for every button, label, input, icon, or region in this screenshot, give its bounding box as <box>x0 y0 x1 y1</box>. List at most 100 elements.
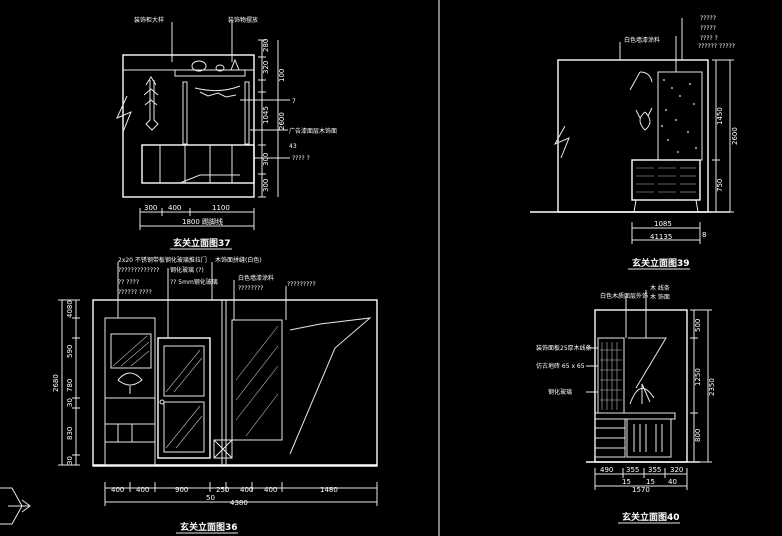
e36-ldim-5: 30 <box>66 398 74 407</box>
display-shelf <box>174 69 246 77</box>
e36-ldim-7: 30 <box>66 456 74 465</box>
vase <box>639 111 651 131</box>
e40-title: 玄关立面图40 <box>622 511 680 523</box>
e39-bdim-extra: 8 <box>702 231 706 239</box>
e39-rdim-1: 1450 <box>716 107 724 125</box>
e40-label-3: 木 饰面 <box>650 293 670 301</box>
e37-rdim-2: 320 <box>262 61 270 74</box>
e40-bottom-total: 1570 <box>632 486 650 494</box>
e37-note-3: 43 <box>289 143 297 150</box>
elevation-36-outline <box>92 299 378 467</box>
e40-label-1: 白色木质面层外饰 <box>600 292 648 300</box>
e39-label-1: ????? <box>700 15 716 22</box>
e36-label-9: ???????? <box>238 285 263 292</box>
e36-bottom-sub: 50 <box>206 494 215 502</box>
e36-label-3: ?? ???? <box>118 279 139 286</box>
shoe-cabinet-door <box>626 418 672 458</box>
e37-note-4: ???? ? <box>292 155 310 162</box>
e39-bdim-2: 41135 <box>650 233 672 241</box>
e39-bdim-1: 1085 <box>654 220 672 228</box>
e36-bdim-2: 400 <box>136 486 149 494</box>
e37-rdim-3: 100 <box>278 69 286 82</box>
shoe-cabinet <box>141 144 255 184</box>
e36-label-5: 木饰面拼缝(白色) <box>215 256 262 264</box>
e37-bdim-2: 400 <box>168 204 181 212</box>
vase-plant <box>145 80 159 131</box>
e39-label-5: ?????? ????? <box>698 43 735 50</box>
e37-bdim-3: 1100 <box>212 204 230 212</box>
e37-rdim-7: 300 <box>262 179 270 192</box>
e36-bottom-total: 4380 <box>230 499 248 507</box>
e36-label-1: 2x20 不锈钢带板钢化玻璃推拉门 <box>118 256 207 264</box>
e36-label-6: 钢化玻璃 (?) <box>170 266 204 274</box>
e37-bottom-total: 1800 踢脚线 <box>182 217 223 226</box>
e40-bdim-3: 355 <box>648 466 661 474</box>
e36-bdim-4: 250 <box>216 486 229 494</box>
e36-ldim-6: 830 <box>66 427 74 440</box>
e39-label-3: 白色墙漆涂料 <box>624 36 660 44</box>
e40-bsub-2: 15 <box>646 478 655 486</box>
elevation-37: 280 320 100 1045 2600 300 300 装饰柜大样 装饰物摆… <box>116 16 337 250</box>
e36-label-2: ????????????? <box>118 267 159 274</box>
e40-label-2: 木 线条 <box>650 284 670 292</box>
e36-bdim-5: 400 <box>240 486 253 494</box>
flower-arrangement <box>117 372 143 386</box>
decorative-panel <box>657 71 703 161</box>
e40-rdim-2: 1250 <box>694 368 702 386</box>
elevation-36: 4080 590 2680 780 30 830 30 2x20 不锈钢带板钢化… <box>52 256 378 534</box>
e37-top-label-2: 装饰物摆放 <box>228 16 258 24</box>
cabinet <box>631 159 701 201</box>
e40-rdim-3: 2350 <box>708 378 716 396</box>
e36-ldim-1: 4080 <box>66 300 74 318</box>
e39-label-2: ????? <box>700 25 716 32</box>
elevation-39-outline <box>557 59 709 213</box>
e40-bdim-1: 490 <box>600 466 613 474</box>
e36-ldim-2: 590 <box>66 345 74 358</box>
e37-rdim-5: 2600 <box>278 112 286 130</box>
e37-note-1: 7 <box>292 98 296 105</box>
elevation-37-outline <box>122 54 255 198</box>
break-line <box>553 125 570 159</box>
e36-label-4: ?????? ???? <box>118 289 152 296</box>
elevation-40: 白色木质面层外饰 木 线条 木 饰面 装饰面板25厚木线条 仿古地砖 65 x … <box>536 284 716 524</box>
glass-panel <box>110 333 152 369</box>
e40-bsub-3: 40 <box>668 478 677 486</box>
e36-bdim-3: 900 <box>175 486 188 494</box>
elevation-40-outline <box>594 309 688 463</box>
decoration-object <box>191 60 207 72</box>
e40-bsub-1: 15 <box>622 478 631 486</box>
e40-note-3: 钢化玻璃 <box>548 388 572 396</box>
e39-title: 玄关立面图39 <box>632 257 690 269</box>
e36-bdim-6: 400 <box>264 486 277 494</box>
break-line <box>116 95 132 133</box>
e36-label-7: ?? 5mm钢化玻璃 <box>170 278 218 286</box>
e40-rdim-4: 800 <box>694 429 702 442</box>
elevation-39: ????? ????? 白色墙漆涂料 ???? ? ?????? ????? 1… <box>530 15 739 270</box>
e37-bdim-1: 300 <box>144 204 157 212</box>
e36-title: 玄关立面图36 <box>180 521 238 533</box>
e37-rdim-4: 1045 <box>262 106 270 124</box>
e37-title: 玄关立面图37 <box>173 237 231 249</box>
e36-label-8: 白色墙漆涂料 <box>238 274 274 282</box>
e36-bdim-1: 400 <box>111 486 124 494</box>
e39-rdim-3: 750 <box>716 179 724 192</box>
e40-note-1: 装饰面板25厚木线条 <box>536 344 592 352</box>
e37-note-2: 广告漆面层木饰面 <box>289 127 337 135</box>
e40-rdim-1: 500 <box>694 319 702 332</box>
e36-ldim-3: 2680 <box>52 374 60 392</box>
e37-rdim-1: 280 <box>262 39 270 52</box>
e37-rdim-6: 300 <box>262 153 270 166</box>
e40-bdim-2: 355 <box>626 466 639 474</box>
e36-ldim-4: 780 <box>66 379 74 392</box>
door <box>157 337 211 459</box>
e36-label-10: ????????? <box>287 281 316 288</box>
perspective-wall <box>289 317 372 455</box>
e37-top-label-1: 装饰柜大样 <box>134 16 164 24</box>
e39-rdim-2: 2600 <box>731 127 739 145</box>
e36-bdim-7: 1480 <box>320 486 338 494</box>
e40-note-2: 仿古地砖 65 x 65 <box>536 362 585 370</box>
e39-label-4: ???? ? <box>700 35 718 42</box>
section-arrow-icon <box>0 487 31 525</box>
fan-decoration <box>629 388 655 405</box>
